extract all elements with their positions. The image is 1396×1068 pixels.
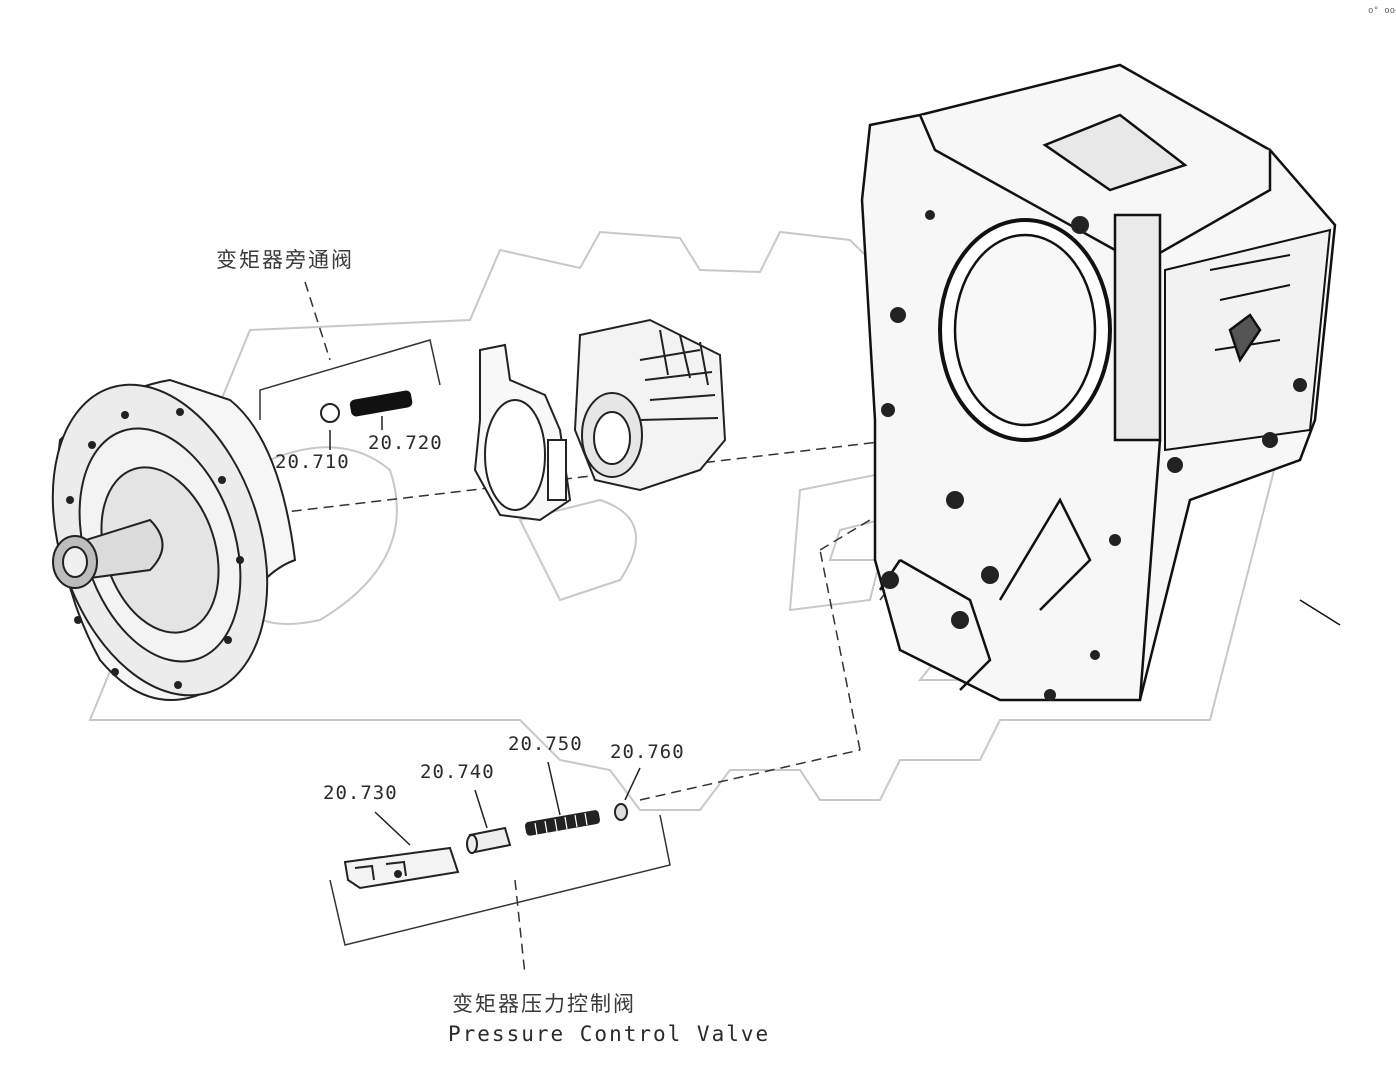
part-20-740-sleeve: [466, 826, 512, 854]
part-20-750-spring: [524, 810, 601, 836]
gasket: [473, 343, 572, 522]
bypass-valve-bracket: [259, 339, 441, 420]
part-label-20-730: 20.730: [323, 782, 398, 804]
pressure-valve-label-cn: 变矩器压力控制阀: [452, 992, 636, 1016]
corner-mark: o° ooo: [1368, 6, 1396, 16]
part-20-720-spring: [349, 390, 413, 417]
bypass-valve-label-cn: 变矩器旁通阀: [216, 248, 354, 272]
converter-housing-cover: [51, 378, 297, 701]
part-label-20-750: 20.750: [508, 733, 583, 755]
part-label-20-710: 20.710: [275, 451, 350, 473]
valve-body: [573, 318, 727, 492]
pressure-valve-label-en: Pressure Control Valve: [448, 1022, 771, 1046]
part-20-760-washer: [614, 803, 628, 821]
transmission-case: [860, 63, 1341, 702]
label-leader-lines: [329, 416, 641, 846]
part-label-20-760: 20.760: [610, 741, 685, 763]
part-label-20-740: 20.740: [420, 761, 495, 783]
part-20-730-piston: [343, 846, 460, 890]
pressure-valve-bracket: [329, 814, 671, 946]
part-label-20-720: 20.720: [368, 432, 443, 454]
part-20-710-ball: [320, 403, 340, 423]
